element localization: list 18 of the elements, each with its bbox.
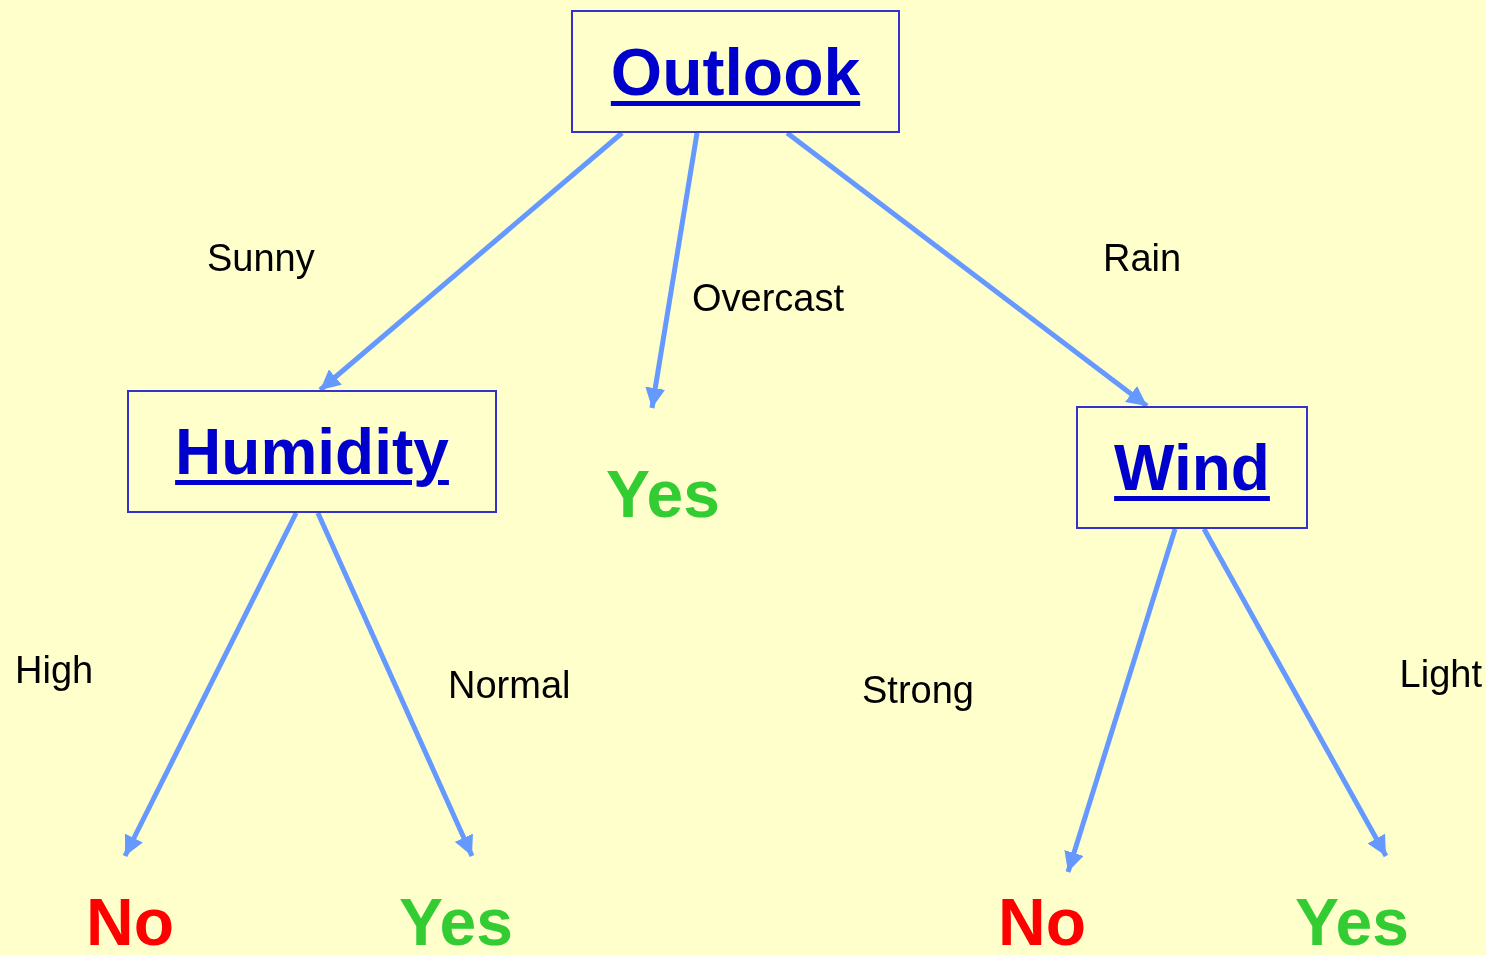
leaf-label: Yes — [399, 892, 513, 952]
leaf-label: No — [998, 892, 1086, 952]
leaf-label: Yes — [606, 464, 720, 524]
arrow — [315, 511, 475, 858]
attribute-name: Outlook — [610, 33, 861, 110]
arrow — [785, 131, 1149, 408]
decision-box — [1076, 406, 1308, 529]
attribute-name: Wind — [1114, 430, 1270, 505]
attribute-name: Humidity — [175, 414, 449, 489]
decision-box — [571, 10, 900, 133]
arrow — [122, 511, 299, 858]
decision-box — [127, 390, 497, 513]
leaf-label: No — [86, 892, 174, 952]
arrow — [1201, 527, 1389, 858]
leaf-label: Yes — [1295, 892, 1409, 952]
arrow — [318, 131, 624, 392]
arrow — [645, 132, 700, 409]
arrow — [1064, 528, 1178, 873]
